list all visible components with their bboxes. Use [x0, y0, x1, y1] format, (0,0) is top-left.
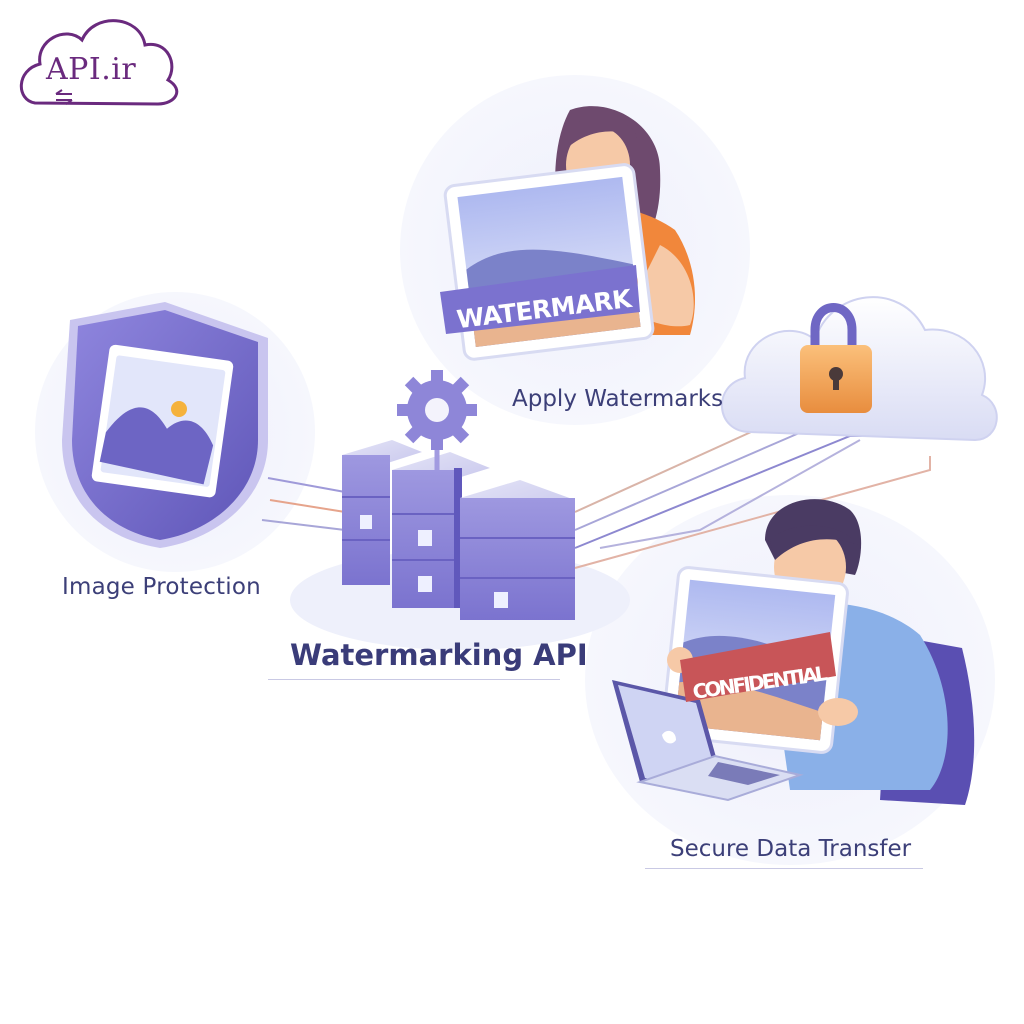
line-shield-3	[261, 519, 346, 531]
line-cloud-5	[599, 439, 861, 549]
line-cloud-4	[574, 456, 931, 569]
logo-text: API.ir	[46, 52, 137, 87]
label-image-protection: Image Protection	[62, 574, 261, 600]
laptop-icon	[612, 680, 804, 802]
line-shield-2	[269, 499, 346, 513]
server-right	[460, 480, 575, 620]
logo-cloud-icon	[19, 19, 179, 106]
line-shield-1	[267, 477, 346, 493]
underline-secure-data-transfer	[645, 868, 923, 869]
server-left	[342, 440, 422, 585]
label-apply-watermarks: Apply Watermarks	[512, 386, 724, 412]
label-watermarking-api: Watermarking API	[290, 638, 588, 672]
shield-icon	[62, 302, 268, 548]
line-cloud-2	[574, 423, 821, 531]
padlock-shackle	[810, 303, 857, 350]
gear-icon	[397, 370, 477, 470]
underline-watermarking-api	[268, 679, 560, 680]
cloud-lock-icon	[720, 296, 998, 442]
server-middle	[392, 452, 490, 608]
server-stack-icon	[342, 440, 575, 620]
label-secure-data-transfer: Secure Data Transfer	[670, 836, 912, 862]
